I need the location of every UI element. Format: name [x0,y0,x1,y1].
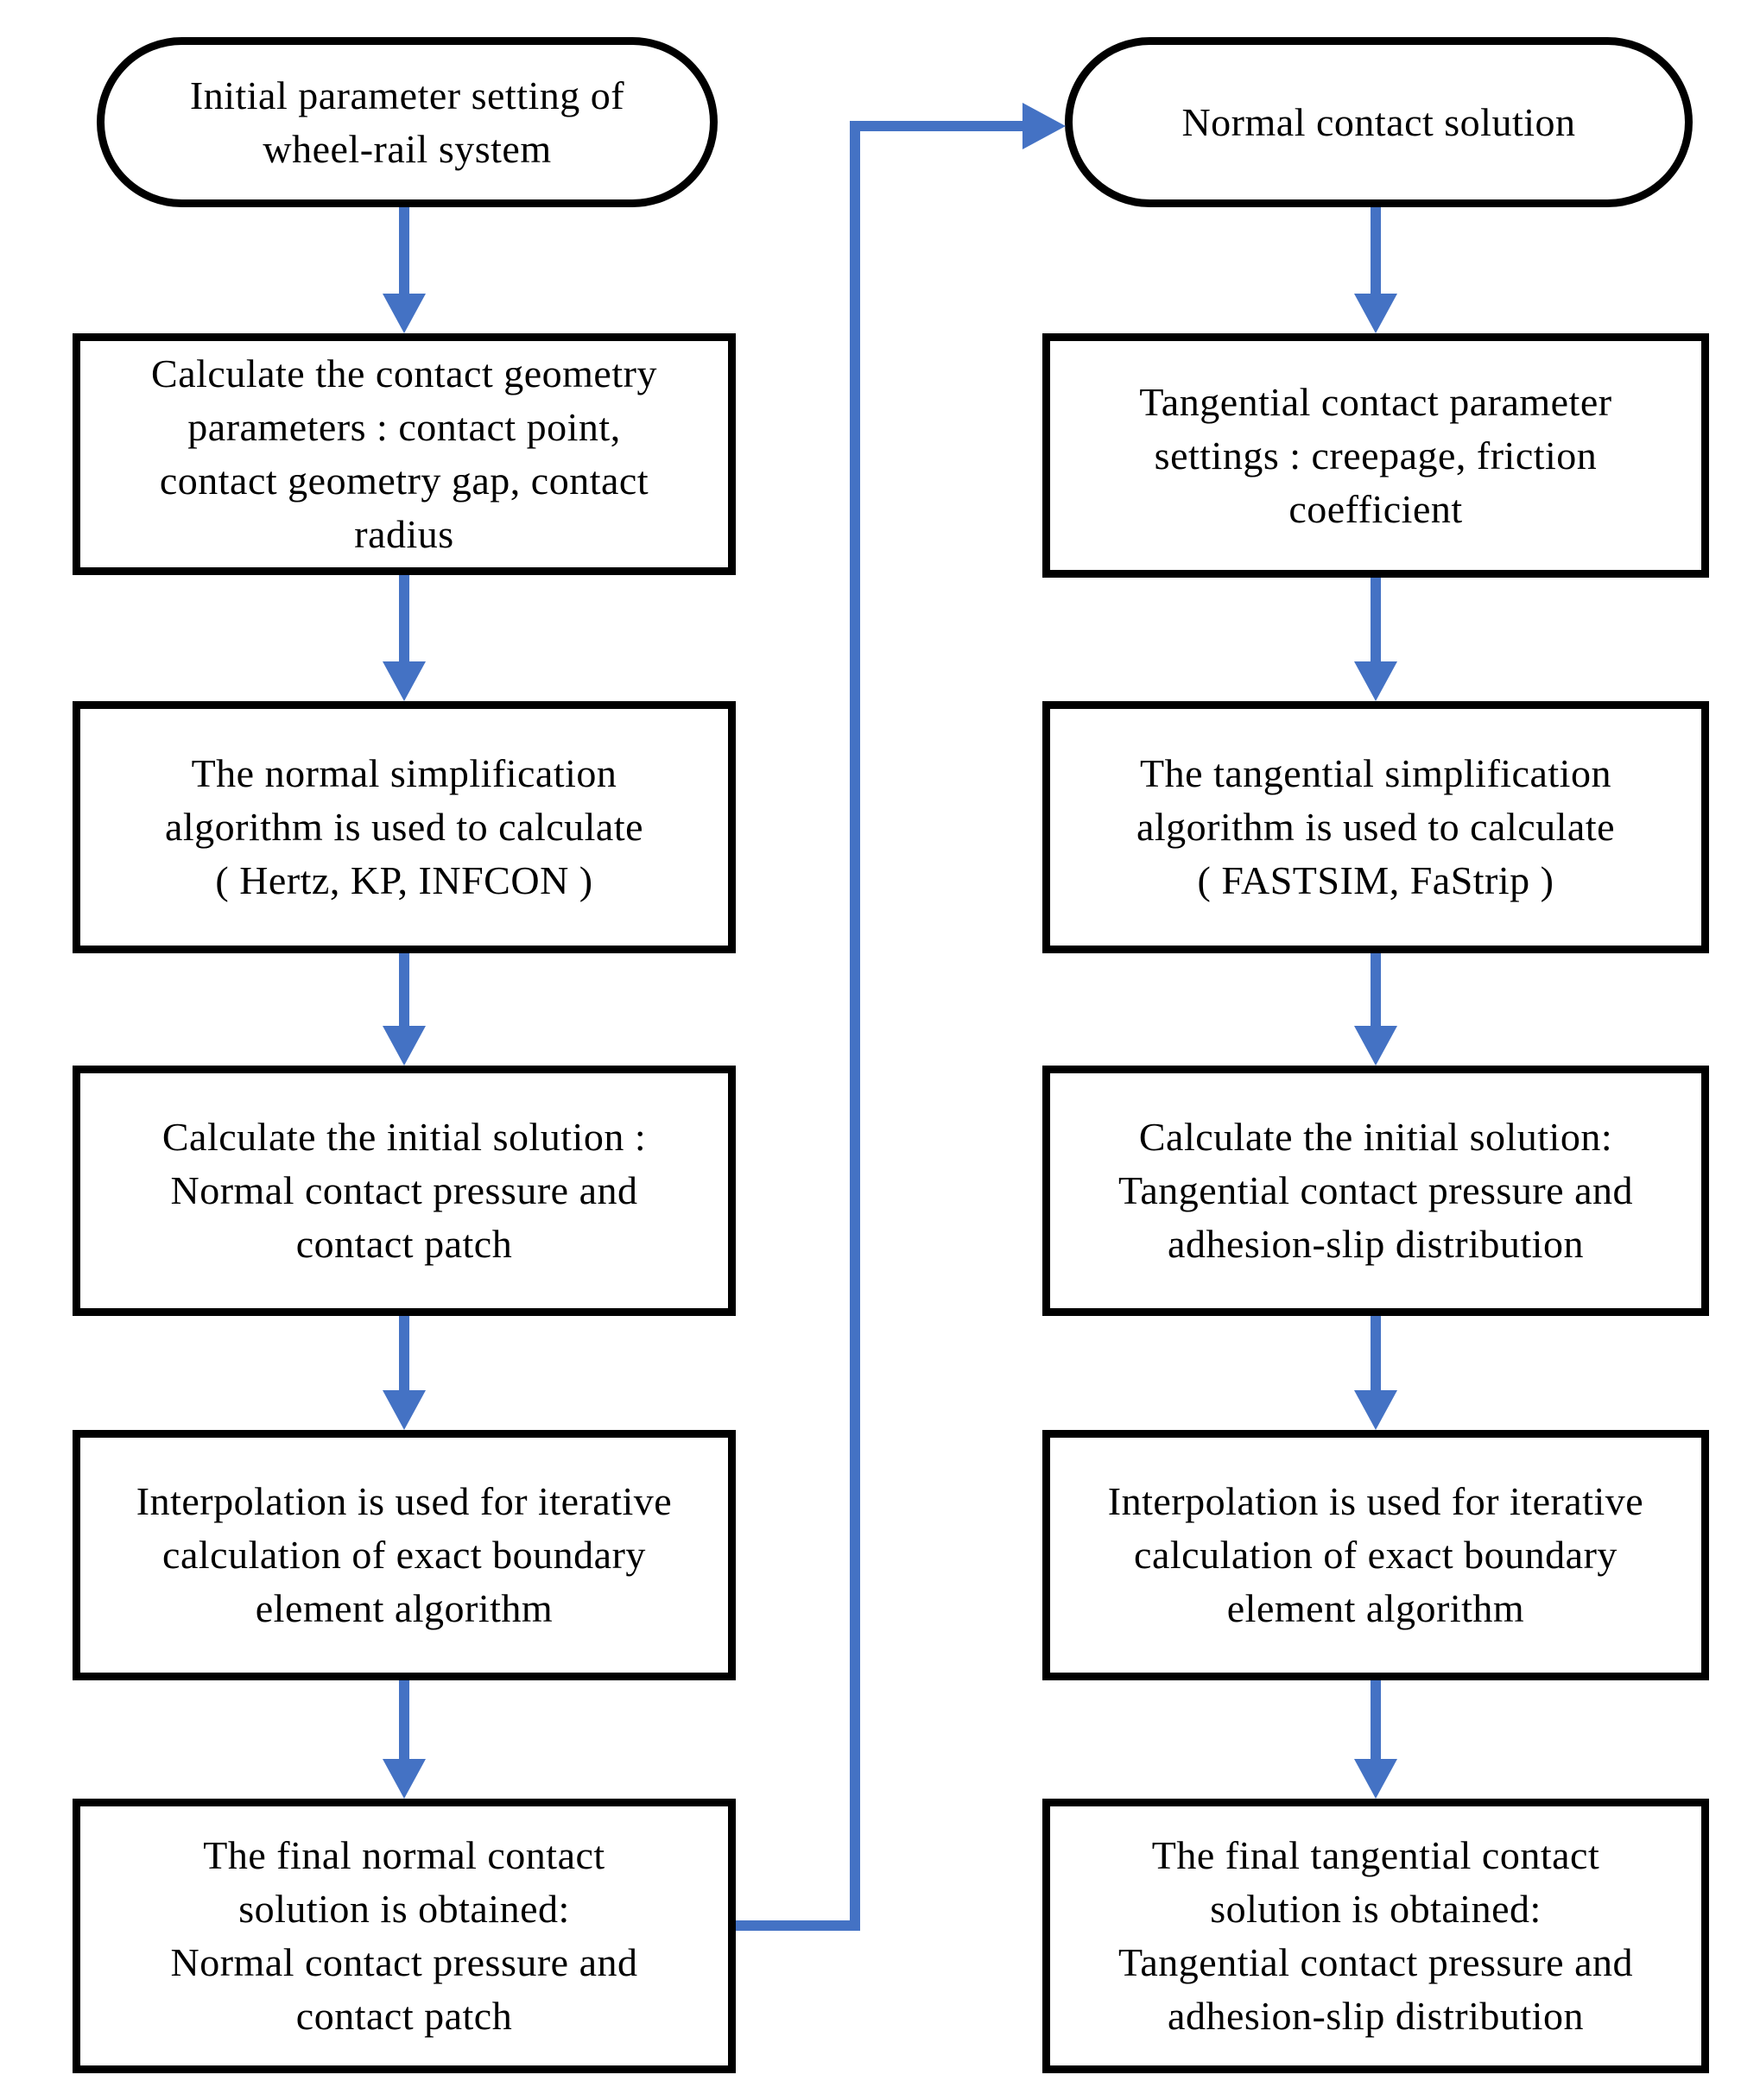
node-normal-contact-solution: Normal contact solution [1065,37,1693,207]
node-final-tangential-solution: The final tangential contact solution is… [1042,1799,1709,2073]
node-text: Tangential contact parameter settings : … [1139,376,1611,536]
node-normal-simplification-algorithm: The normal simplification algorithm is u… [73,701,736,953]
node-tangential-simplification-algorithm: The tangential simplification algorithm … [1042,701,1709,953]
node-normal-interpolation-iterative: Interpolation is used for iterative calc… [73,1430,736,1680]
node-text-line: calculation of exact boundary [1134,1533,1618,1577]
node-text-line: solution is obtained: [238,1887,570,1931]
node-text-line: Initial parameter setting of [189,73,625,117]
node-text: Calculate the initial solution: Tangenti… [1118,1110,1633,1271]
node-text-line: Normal contact pressure and [170,1168,638,1212]
node-normal-initial-solution: Calculate the initial solution : Normal … [73,1066,736,1316]
node-tangential-initial-solution: Calculate the initial solution: Tangenti… [1042,1066,1709,1316]
node-text-line: adhesion-slip distribution [1168,1222,1584,1266]
node-text-line: solution is obtained: [1210,1887,1542,1931]
node-text-line: Calculate the contact geometry [151,351,657,395]
node-text: Calculate the initial solution : Normal … [162,1110,646,1271]
node-text-line: Tangential contact pressure and [1118,1940,1633,1984]
node-text-line: The normal simplification [191,751,617,795]
node-tangential-parameter-settings: Tangential contact parameter settings : … [1042,333,1709,578]
node-text-line: Tangential contact pressure and [1118,1168,1633,1212]
node-text: The final normal contact solution is obt… [170,1829,637,2043]
node-text: Interpolation is used for iterative calc… [1108,1475,1643,1635]
node-text-line: adhesion-slip distribution [1168,1994,1584,2038]
node-tangential-interpolation-iterative: Interpolation is used for iterative calc… [1042,1430,1709,1680]
node-text-line: algorithm is used to calculate [164,805,644,849]
node-text: Initial parameter setting of wheel-rail … [190,69,624,176]
node-text-line: ( Hertz, KP, INFCON ) [215,858,593,902]
node-text-line: contact patch [295,1994,513,2038]
node-text: The tangential simplification algorithm … [1136,747,1615,908]
node-text-line: ( FASTSIM, FaStrip ) [1197,858,1554,902]
node-text: Calculate the contact geometry parameter… [151,347,657,561]
node-text-line: parameters : contact point, [187,405,621,449]
node-text-line: Interpolation is used for iterative [1107,1479,1644,1523]
node-initial-parameter-setting: Initial parameter setting of wheel-rail … [97,37,718,207]
node-text-line: The final tangential contact [1151,1833,1600,1877]
node-text-line: Calculate the initial solution : [161,1115,647,1159]
node-text-line: Normal contact solution [1181,99,1576,144]
node-text-line: coefficient [1288,486,1463,531]
node-text-line: algorithm is used to calculate [1136,805,1616,849]
node-text: Interpolation is used for iterative calc… [136,1475,672,1635]
node-text-line: calculation of exact boundary [162,1533,646,1577]
node-final-normal-solution: The final normal contact solution is obt… [73,1799,736,2073]
node-text-line: settings : creepage, friction [1154,433,1598,478]
node-text-line: wheel-rail system [263,126,552,171]
node-text: The final tangential contact solution is… [1118,1829,1633,2043]
node-text-line: The tangential simplification [1140,751,1611,795]
node-text-line: contact geometry gap, contact [159,459,649,503]
node-text-line: contact patch [295,1222,513,1266]
node-text-line: element algorithm [255,1586,554,1630]
node-text-line: Tangential contact parameter [1139,379,1612,424]
arrow-right-icon [1022,103,1066,149]
node-text-line: radius [354,512,454,556]
node-calc-contact-geometry: Calculate the contact geometry parameter… [73,333,736,575]
node-text-line: The final normal contact [203,1833,605,1877]
node-text-line: Interpolation is used for iterative [136,1479,673,1523]
node-text-line: Calculate the initial solution: [1138,1115,1613,1159]
node-text: Normal contact solution [1181,96,1575,149]
node-text-line: element algorithm [1226,1586,1525,1630]
node-text: The normal simplification algorithm is u… [165,747,643,908]
node-text-line: Normal contact pressure and [170,1940,638,1984]
